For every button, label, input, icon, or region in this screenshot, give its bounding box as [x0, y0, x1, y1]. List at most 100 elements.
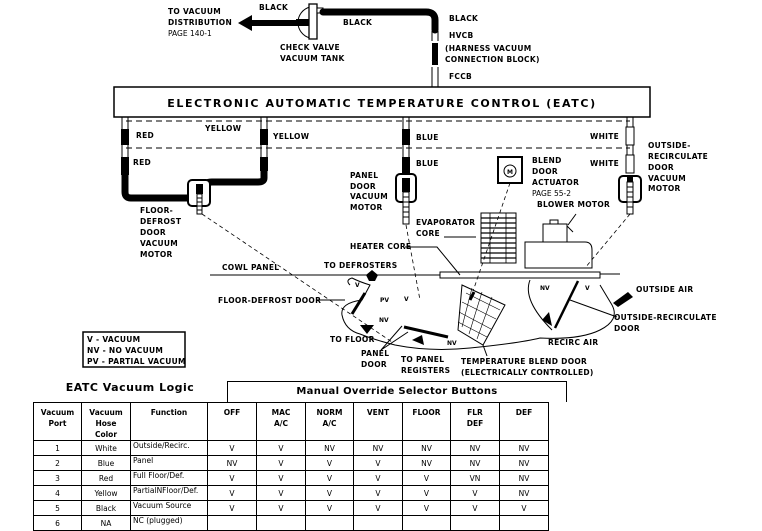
table-cell-vacuum-port: 5 [33, 500, 82, 516]
table-cell-norm-a-c: V [305, 500, 354, 516]
to-vacuum-distribution-label-1: TO VACUUM [168, 7, 221, 16]
floor-defrost-motor-label-5: MOTOR [140, 250, 173, 259]
blend-motor-glyph: M [507, 169, 513, 176]
yellow-label-right: YELLOW [272, 132, 310, 141]
table-cell-vacuum-hose-color: Black [81, 500, 131, 516]
table-cell-mac-a-c: V [256, 485, 306, 501]
table-cell-off: V [207, 440, 257, 456]
check-valve-label-2: VACUUM TANK [280, 54, 345, 63]
table-cell-vent: V [353, 485, 403, 501]
table-cell-def: NV [499, 470, 549, 486]
table-cell-norm-a-c: NV [305, 440, 354, 456]
blower-motor-leader [567, 213, 577, 226]
panel-door-vacuum-motor-icon [395, 173, 417, 225]
recirc-housing-inner [527, 279, 553, 331]
hvcb-desc-1: (HARNESS VACUUM [445, 44, 532, 53]
hvcb-desc-2: CONNECTION BLOCK) [445, 55, 540, 64]
outside-recirc-motor-label-1: OUTSIDE- [648, 141, 691, 150]
mark-nv-recirc: NV [540, 285, 550, 292]
to-panel-registers-label-1: TO PANEL [401, 355, 444, 364]
panel-door-motor-label-1: PANEL [350, 171, 378, 180]
table-cell-vacuum-hose-color: Red [81, 470, 131, 486]
override-title: Manual Override Selector Buttons [296, 386, 498, 397]
floor-defrost-motor-label-1: FLOOR- [140, 206, 173, 215]
blower-motor-icon [524, 219, 593, 269]
table-cell-flr-def: VN [450, 470, 500, 486]
outside-recirc-door-label-2: DOOR [614, 324, 640, 333]
outside-recirc-motor-label-2: RECIRCULATE [648, 152, 708, 161]
blend-door-actuator-label-4: PAGE 55-2 [532, 189, 571, 198]
outside-recirc-door-label-1: OUTSIDE-RECIRCULATE [614, 313, 717, 322]
table-cell-floor [402, 515, 451, 531]
blend-door-actuator-label-2: DOOR [532, 167, 558, 176]
table-cell-mac-a-c: V [256, 455, 306, 471]
mark-v-panel: V [404, 296, 409, 303]
panel-door-motor-label-3: VACUUM [350, 192, 388, 201]
column-header-off: OFF [207, 402, 257, 441]
to-vacuum-distribution-label-3: PAGE 140-1 [168, 29, 212, 38]
heater-core-leader [405, 246, 461, 276]
to-vacuum-distribution-label-2: DISTRIBUTION [168, 18, 232, 27]
blue-label-lower: BLUE [416, 159, 439, 168]
check-valve-label-1: CHECK VALVE [280, 43, 340, 52]
table-cell-vacuum-port: 3 [33, 470, 82, 486]
outside-recirc-motor-label-4: VACUUM [648, 174, 686, 183]
heater-core-label: HEATER CORE [350, 242, 411, 251]
black-hose-label-right: BLACK [449, 14, 479, 23]
blend-door-actuator-label-3: ACTUATOR [532, 178, 579, 187]
hvcb-label: HVCB [449, 31, 474, 40]
table-cell-function: Outside/Recirc. [130, 440, 208, 456]
evaporator-core-icon [480, 212, 517, 264]
mark-v-floor: V [355, 282, 360, 289]
table-cell-vacuum-port: 4 [33, 485, 82, 501]
outside-recirc-door-leader [569, 299, 618, 318]
hvac-housing-outline [341, 277, 615, 350]
panel-door [403, 325, 449, 339]
table-cell-off [207, 515, 257, 531]
red-label-upper: RED [136, 131, 154, 140]
cowl-panel-label: COWL PANEL [222, 263, 279, 272]
blue-hose: BLUE BLUE [402, 117, 439, 173]
blower-motor-label: BLOWER MOTOR [537, 200, 610, 209]
table-cell-floor: NV [402, 455, 451, 471]
white-hose: WHITE WHITE [590, 117, 635, 174]
outside-recirc-motor-label-5: MOTOR [648, 184, 681, 193]
panel-door-leader [380, 325, 409, 351]
outside-recirc-vacuum-motor-icon [618, 175, 642, 215]
table-cell-norm-a-c [305, 515, 354, 531]
table-cell-vacuum-hose-color: White [81, 440, 131, 456]
table-cell-floor: NV [402, 440, 451, 456]
blue-label-upper: BLUE [416, 133, 439, 142]
white-label-lower: WHITE [590, 159, 619, 168]
logic-table-title: EATC Vacuum Logic [65, 381, 195, 394]
eatc-module: ELECTRONIC AUTOMATIC TEMPERATURE CONTROL… [113, 86, 651, 118]
outside-recirc-linkage [584, 213, 631, 269]
table-cell-function: Full Floor/Def. [130, 470, 208, 486]
table-cell-floor: V [402, 500, 451, 516]
panel-door-motor-label-2: DOOR [350, 182, 376, 191]
floor-defrost-motor-label-4: VACUUM [140, 239, 178, 248]
outside-air-arrow-icon [613, 292, 633, 307]
fccb-label: FCCB [449, 72, 472, 81]
table-cell-floor: V [402, 470, 451, 486]
red-hose: RED RED [121, 117, 192, 202]
override-header: Manual Override Selector Buttons [227, 381, 567, 402]
legend-no-vacuum: NV - NO VACUUM [87, 346, 163, 355]
recirc-air-label: RECIRC AIR [548, 338, 598, 347]
table-cell-vacuum-port: 2 [33, 455, 82, 471]
table-cell-function: Panel [130, 455, 208, 471]
to-floor-label: TO FLOOR [330, 335, 375, 344]
temp-blend-door [468, 291, 476, 301]
table-cell-vacuum-port: 6 [33, 515, 82, 531]
blend-door-actuator-icon: M [497, 156, 523, 184]
table-cell-off: V [207, 470, 257, 486]
to-panel-registers-arrow-icon [412, 335, 424, 345]
mark-nv-floor: NV [379, 317, 389, 324]
